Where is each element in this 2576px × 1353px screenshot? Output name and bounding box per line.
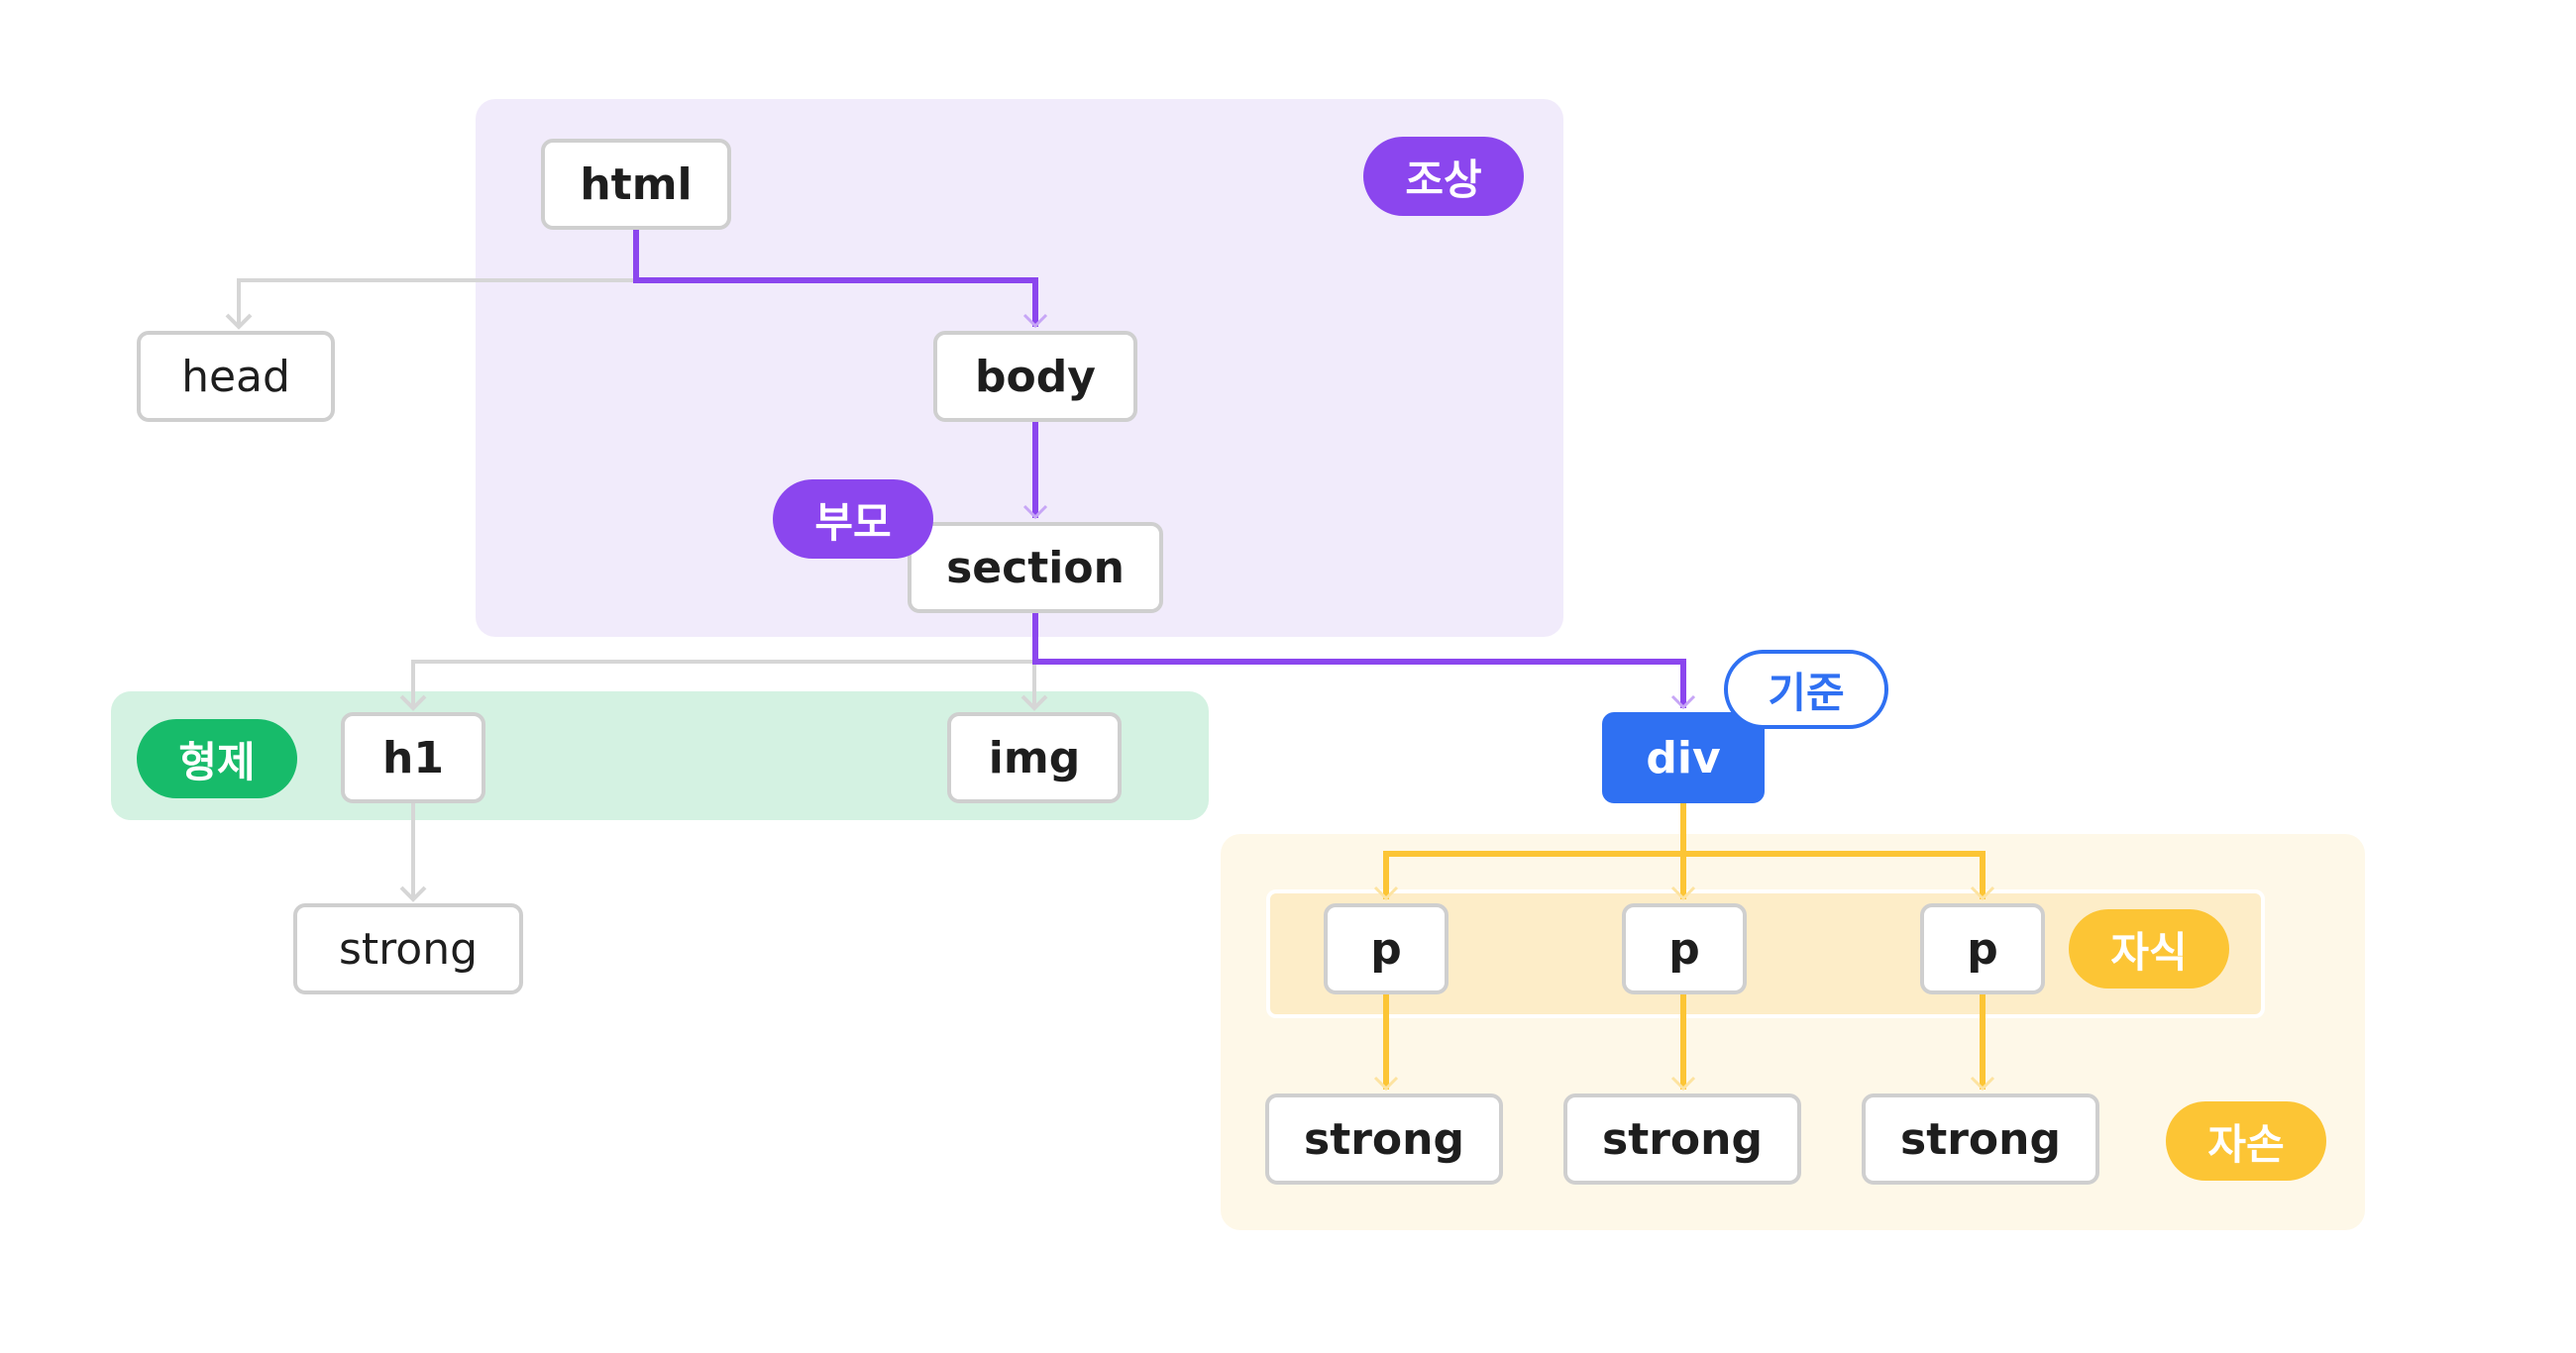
arrow-strong-1 [1373, 1076, 1399, 1092]
node-section: section [908, 522, 1163, 613]
arrow-div [1670, 694, 1696, 710]
node-h1-strong: strong [293, 903, 523, 994]
connector-section-h1 [411, 660, 1035, 708]
node-p-strong-2: strong [1563, 1093, 1801, 1185]
sibling-badge: 형제 [137, 719, 297, 798]
connector-div-p3 [1683, 851, 1986, 899]
ancestor-path [633, 230, 1686, 708]
descendant-arrows [1373, 885, 1995, 1092]
node-p-strong-3: strong [1862, 1093, 2099, 1185]
node-body: body [933, 331, 1137, 422]
arrow-strong-3 [1970, 1076, 1995, 1092]
ancestor-arrows [1022, 313, 1696, 710]
node-head: head [137, 331, 335, 422]
child-badge: 자식 [2069, 909, 2229, 989]
connector-section-div [1032, 613, 1686, 708]
node-img: img [947, 712, 1122, 803]
descendant-badge: 자손 [2166, 1101, 2326, 1181]
arrow-img [1020, 694, 1048, 711]
arrow-strong-2 [1670, 1076, 1696, 1092]
node-p-3: p [1920, 903, 2045, 994]
arrow-section [1022, 504, 1048, 520]
node-h1: h1 [341, 712, 485, 803]
arrow-head [225, 313, 253, 330]
connector-div-p1 [1383, 851, 1683, 899]
arrow-h1-strong [399, 885, 427, 902]
node-p-strong-1: strong [1265, 1093, 1503, 1185]
gray-connectors [225, 278, 1048, 902]
ancestor-badge: 조상 [1363, 137, 1524, 216]
arrow-p2 [1670, 885, 1696, 901]
node-div: div [1602, 712, 1765, 803]
arrow-p1 [1373, 885, 1399, 901]
parent-badge: 부모 [773, 479, 933, 559]
node-p-1: p [1324, 903, 1449, 994]
connector-html-body [633, 230, 1038, 327]
arrow-h1 [399, 694, 427, 711]
base-badge: 기준 [1724, 650, 1888, 729]
node-html: html [541, 139, 731, 230]
arrow-p3 [1970, 885, 1995, 901]
connector-html-head [237, 278, 636, 327]
node-p-2: p [1622, 903, 1747, 994]
descendant-paths [1383, 803, 1986, 1090]
arrow-body [1022, 313, 1048, 329]
